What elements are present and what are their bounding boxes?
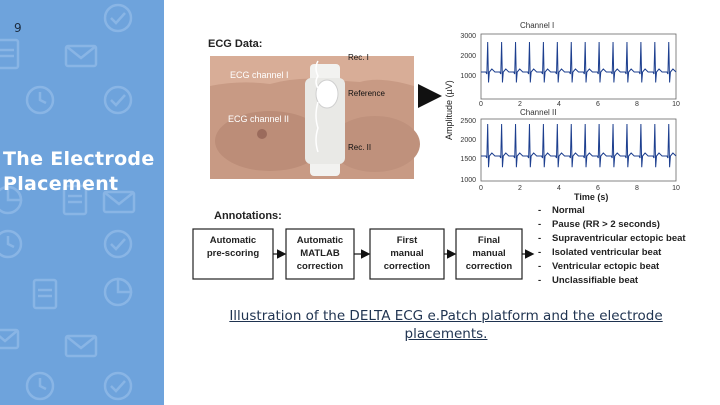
- ecg-data-label: ECG Data:: [208, 38, 262, 50]
- x1-tick: 0: [479, 101, 483, 108]
- x2-tick: 10: [672, 185, 680, 192]
- step-box-4: [455, 228, 523, 280]
- svg-text:-: -: [538, 275, 541, 286]
- clock-icon: [25, 371, 55, 401]
- plot-title-channel1: Channel I: [520, 21, 554, 30]
- check-circle-icon: [103, 85, 133, 115]
- y-axis-label: Amplitude (µV): [444, 80, 454, 140]
- slide-title: The Electrode Placement: [3, 147, 164, 197]
- step4-line2: manual: [472, 248, 505, 259]
- y1-tick: 2000: [460, 53, 476, 60]
- x1-tick: 10: [672, 101, 680, 108]
- x1-tick: 6: [596, 101, 600, 108]
- mail-icon: [64, 334, 98, 358]
- legend-item: Normal: [552, 205, 585, 216]
- document-icon: [0, 38, 20, 70]
- plot-title-channel2: Channel II: [520, 108, 556, 117]
- step4-line3: correction: [466, 261, 513, 272]
- step2-line1: Automatic: [297, 235, 343, 246]
- rec1-label: Rec. I: [348, 53, 369, 62]
- background-icons: [0, 3, 136, 401]
- mail-icon: [0, 328, 20, 350]
- x2-tick: 4: [557, 185, 561, 192]
- rec2-label: Rec. II: [348, 143, 371, 152]
- document-icon: [62, 184, 88, 216]
- mail-icon: [64, 44, 98, 68]
- step3-line3: correction: [384, 261, 431, 272]
- figure-caption[interactable]: Illustration of the DELTA ECG e.Patch pl…: [229, 308, 663, 342]
- y2-tick: 2500: [460, 118, 476, 125]
- svg-text:-: -: [538, 261, 541, 272]
- slide-title-line1: The Electrode: [3, 148, 155, 170]
- x2-tick: 8: [635, 185, 639, 192]
- x1-tick: 8: [635, 101, 639, 108]
- plot-channel1: [480, 33, 677, 100]
- clock-icon: [0, 229, 23, 259]
- step2-line2: MATLAB: [300, 248, 340, 259]
- x1-tick: 2: [518, 101, 522, 108]
- reference-label: Reference: [348, 89, 385, 98]
- ecg-figure: ECG Data: Rec. I ECG channel I Reference…: [190, 16, 690, 288]
- check-circle-icon: [103, 3, 133, 33]
- mail-icon: [102, 190, 136, 214]
- x2-tick: 6: [596, 185, 600, 192]
- legend-item: Pause (RR > 2 seconds): [552, 219, 660, 230]
- legend-item: Unclassifiable beat: [552, 275, 639, 286]
- y2-tick: 1500: [460, 156, 476, 163]
- clock-icon: [25, 85, 55, 115]
- slide-number: 9: [14, 21, 22, 35]
- step2-line3: correction: [297, 261, 344, 272]
- sidebar-panel: 9 The Electrode Placement: [0, 0, 164, 405]
- step1-line1: Automatic: [210, 235, 256, 246]
- y2-tick: 2000: [460, 137, 476, 144]
- x-axis-label: Time (s): [574, 192, 608, 202]
- svg-text:-: -: [538, 233, 541, 244]
- legend-item: Ventricular ectopic beat: [552, 261, 660, 272]
- step3-line1: First: [397, 235, 418, 246]
- x1-tick: 4: [557, 101, 561, 108]
- document-icon: [32, 278, 58, 310]
- annotations-label: Annotations:: [214, 210, 282, 222]
- slide-title-line2: Placement: [3, 173, 119, 195]
- check-circle-icon: [103, 229, 133, 259]
- channel1-label: ECG channel I: [230, 70, 289, 80]
- legend-item: Supraventricular ectopic beat: [552, 233, 686, 244]
- x2-tick: 0: [479, 185, 483, 192]
- y1-tick: 3000: [460, 33, 476, 40]
- y2-tick: 1000: [460, 177, 476, 184]
- pie-chart-icon: [0, 185, 23, 215]
- step3-line2: manual: [390, 248, 423, 259]
- channel2-label: ECG channel II: [228, 114, 289, 124]
- check-circle-icon: [103, 371, 133, 401]
- pie-chart-icon: [103, 277, 133, 307]
- svg-text:-: -: [538, 219, 541, 230]
- legend-item: Isolated ventricular beat: [552, 247, 662, 258]
- svg-text:-: -: [538, 247, 541, 258]
- chest-photo: [210, 56, 420, 179]
- y1-tick: 1000: [460, 73, 476, 80]
- svg-text:-: -: [538, 205, 541, 216]
- step1-line2: pre-scoring: [207, 248, 259, 259]
- x2-tick: 2: [518, 185, 522, 192]
- step4-line1: Final: [478, 235, 500, 246]
- plot-channel2: [480, 118, 677, 182]
